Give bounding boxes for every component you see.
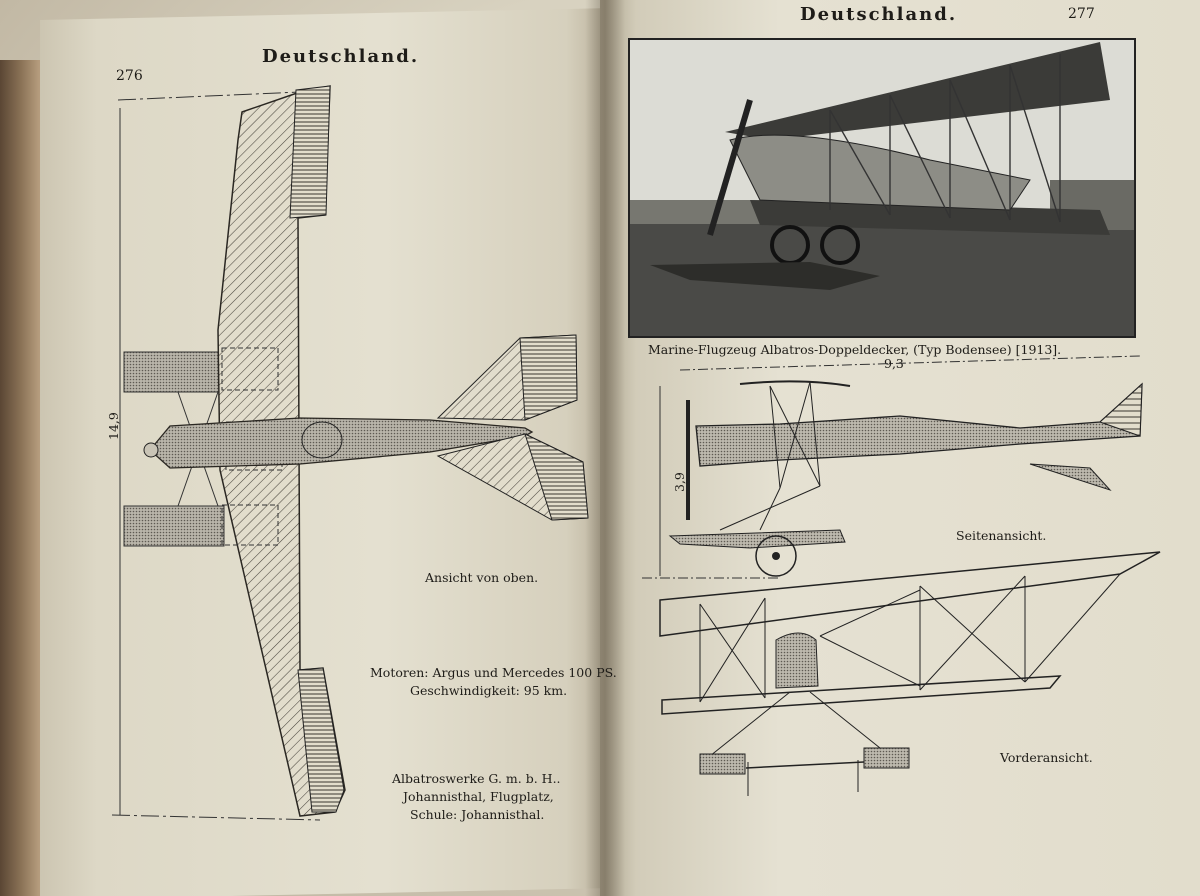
seaplane-photo	[628, 38, 1136, 338]
flight-school: Schule: Johannisthal.	[410, 807, 545, 822]
side-view-caption: Seitenansicht.	[956, 528, 1047, 543]
speed-spec: Geschwindigkeit: 95 km.	[410, 683, 568, 698]
manufacturer: Albatroswerke G. m. b. H..	[392, 771, 561, 786]
left-page-header: Deutschland.	[262, 46, 420, 67]
left-page-number: 276	[116, 68, 143, 84]
length-dimension-label: 9,3	[884, 356, 904, 371]
photo-caption: Marine-Flugzeug Albatros-Doppeldecker, (…	[648, 342, 1062, 357]
engines-spec: Motoren: Argus und Mercedes 100 PS.	[370, 665, 617, 680]
book-gutter	[585, 0, 625, 896]
manufacturer-location: Johannisthal, Flugplatz,	[403, 789, 554, 804]
side-and-front-view-drawing	[642, 355, 1161, 796]
front-view-caption: Vorderansicht.	[1000, 750, 1093, 765]
top-view-drawing	[111, 85, 589, 821]
right-page-header: Deutschland.	[800, 4, 958, 25]
top-view-caption: Ansicht von oben.	[425, 570, 539, 585]
right-page-number: 277	[1068, 6, 1095, 22]
